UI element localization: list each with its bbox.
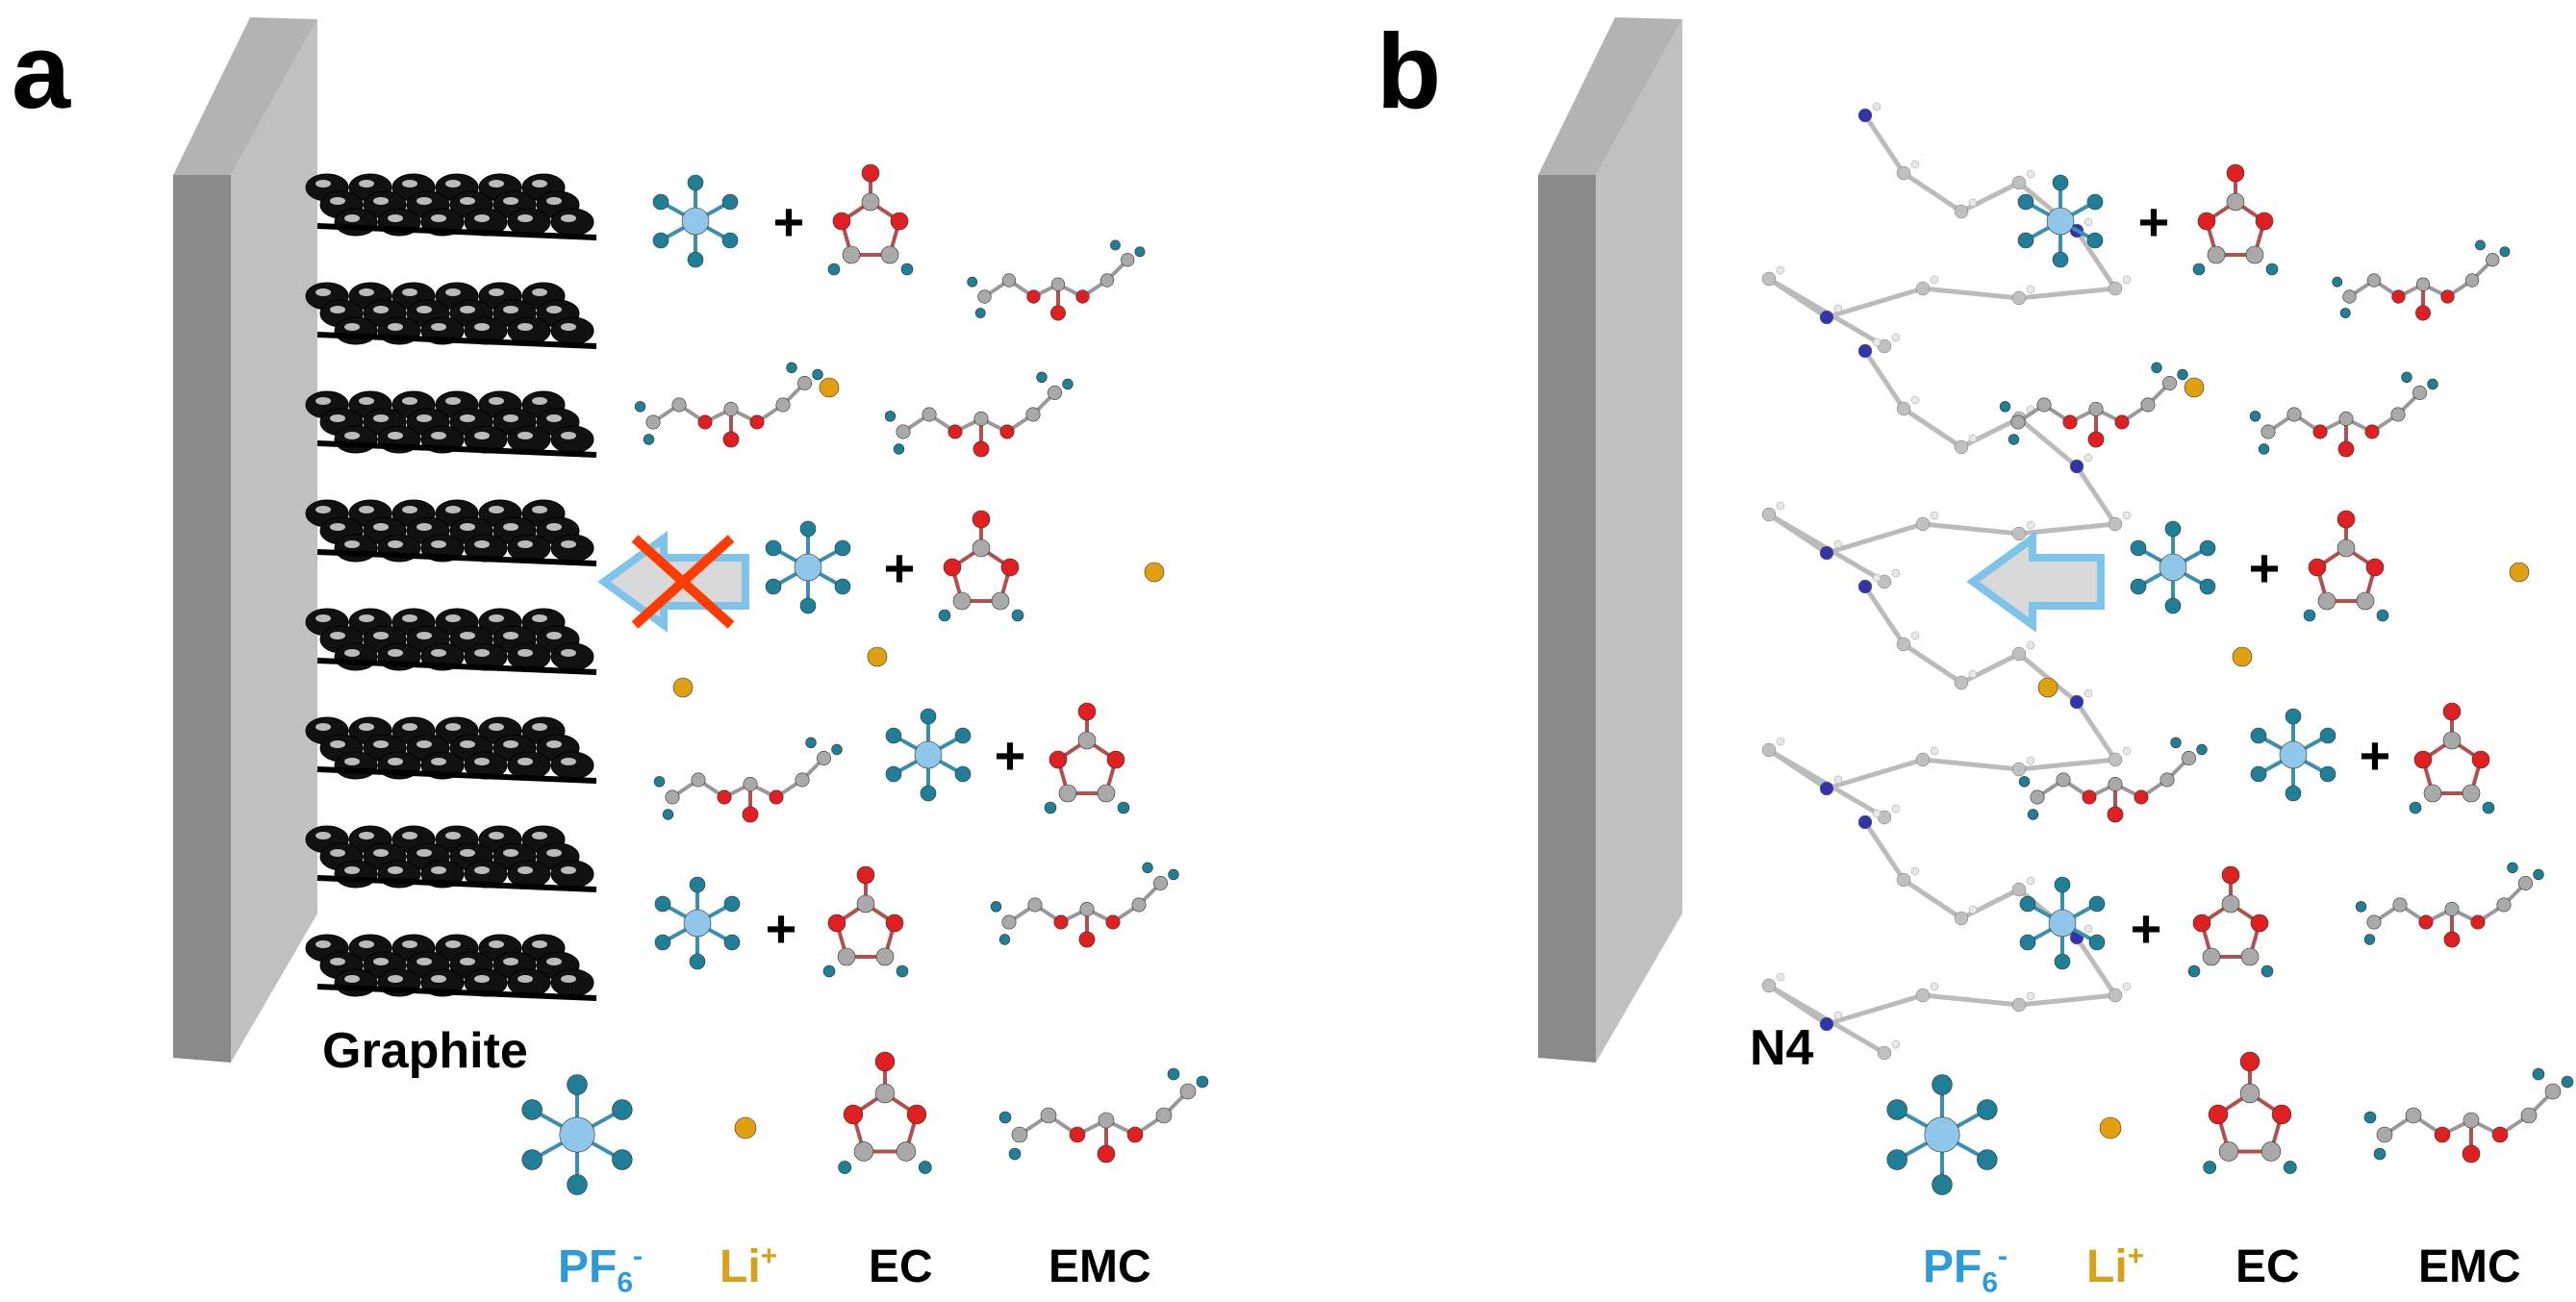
electrolyte-molecules: + + + + xyxy=(521,163,1209,1195)
plus-sign: + xyxy=(766,898,797,959)
legend-li: Li+ xyxy=(720,1240,778,1292)
pf6-molecule xyxy=(652,174,739,268)
ec-molecule xyxy=(838,1051,932,1174)
intercalation-arrow xyxy=(1966,531,2105,633)
li-ion xyxy=(672,677,694,698)
legend-ec: EC xyxy=(2235,1241,2300,1292)
emc-molecule xyxy=(2018,737,2208,823)
ec-molecule xyxy=(2187,865,2274,978)
pf6-molecule xyxy=(521,1074,633,1195)
pf6-molecule xyxy=(885,708,972,802)
ec-molecule xyxy=(1044,702,1130,814)
plus-sign: + xyxy=(2138,191,2170,252)
current-collector-plate xyxy=(1538,17,1682,1063)
plus-sign: + xyxy=(773,191,805,252)
graphite-layers xyxy=(305,173,597,1001)
li-ion xyxy=(2099,1116,2122,1139)
panel-a: + + + + a Graphite PF6- Li+ EC EMC xyxy=(12,13,1209,1299)
li-ion xyxy=(2509,562,2530,583)
li-ion xyxy=(1144,562,1165,583)
electrode-label: N4 xyxy=(1750,1020,1814,1076)
pf6-molecule xyxy=(765,520,851,614)
li-ion xyxy=(2232,646,2253,667)
ec-molecule xyxy=(822,865,909,978)
li-ion xyxy=(867,646,888,667)
legend-pf6: PF6- xyxy=(558,1240,644,1299)
ec-molecule xyxy=(827,163,914,276)
emc-molecule xyxy=(967,239,1146,321)
li-ion xyxy=(2184,377,2205,398)
pf6-molecule xyxy=(1886,1074,1998,1195)
electrode-label: Graphite xyxy=(322,1023,528,1079)
panel-letter: b xyxy=(1376,13,1442,131)
emc-molecule xyxy=(884,371,1073,458)
plus-sign: + xyxy=(2131,898,2162,959)
pf6-molecule xyxy=(2019,876,2106,970)
plus-sign: + xyxy=(884,538,916,598)
panel-b: + + + + b N4 PF6- Li+ EC EMC xyxy=(1288,0,2576,1302)
emc-molecule xyxy=(2332,239,2511,321)
pf6-molecule xyxy=(654,876,741,970)
emc-molecule xyxy=(1999,362,2188,448)
blocked-intercalation-arrow xyxy=(597,531,749,633)
electrolyte-molecules: + + + + xyxy=(1886,163,2574,1195)
legend-pf6: PF6- xyxy=(1923,1240,2008,1299)
li-ion xyxy=(819,377,840,398)
panel-letter: a xyxy=(12,13,71,131)
emc-molecule xyxy=(2363,1067,2574,1164)
emc-molecule xyxy=(990,862,1179,948)
panel-a-diagram: + + + + xyxy=(173,17,1209,1195)
emc-molecule xyxy=(634,362,823,448)
legend-li: Li+ xyxy=(2086,1240,2145,1292)
plus-sign: + xyxy=(2360,725,2391,786)
pf6-molecule xyxy=(2250,708,2336,802)
legend-emc: EMC xyxy=(1048,1241,1151,1292)
ec-molecule xyxy=(2192,163,2279,276)
legend-emc: EMC xyxy=(2418,1241,2521,1292)
emc-molecule xyxy=(2355,862,2544,948)
li-ion xyxy=(2037,677,2058,698)
ec-molecule xyxy=(2409,702,2495,814)
legend-ec: EC xyxy=(869,1241,933,1292)
current-collector-plate xyxy=(173,17,317,1063)
li-ion xyxy=(734,1116,757,1139)
plus-sign: + xyxy=(2249,538,2281,598)
plus-sign: + xyxy=(995,725,1026,786)
emc-molecule xyxy=(2249,371,2438,458)
panel-b-diagram: + + + + xyxy=(1538,17,2574,1195)
ec-molecule xyxy=(2303,510,2389,622)
pf6-molecule xyxy=(2130,520,2216,614)
pf6-molecule xyxy=(2017,174,2104,268)
emc-molecule xyxy=(998,1067,1209,1164)
emc-molecule xyxy=(653,737,843,823)
ec-molecule xyxy=(938,510,1024,622)
ec-molecule xyxy=(2203,1051,2297,1174)
